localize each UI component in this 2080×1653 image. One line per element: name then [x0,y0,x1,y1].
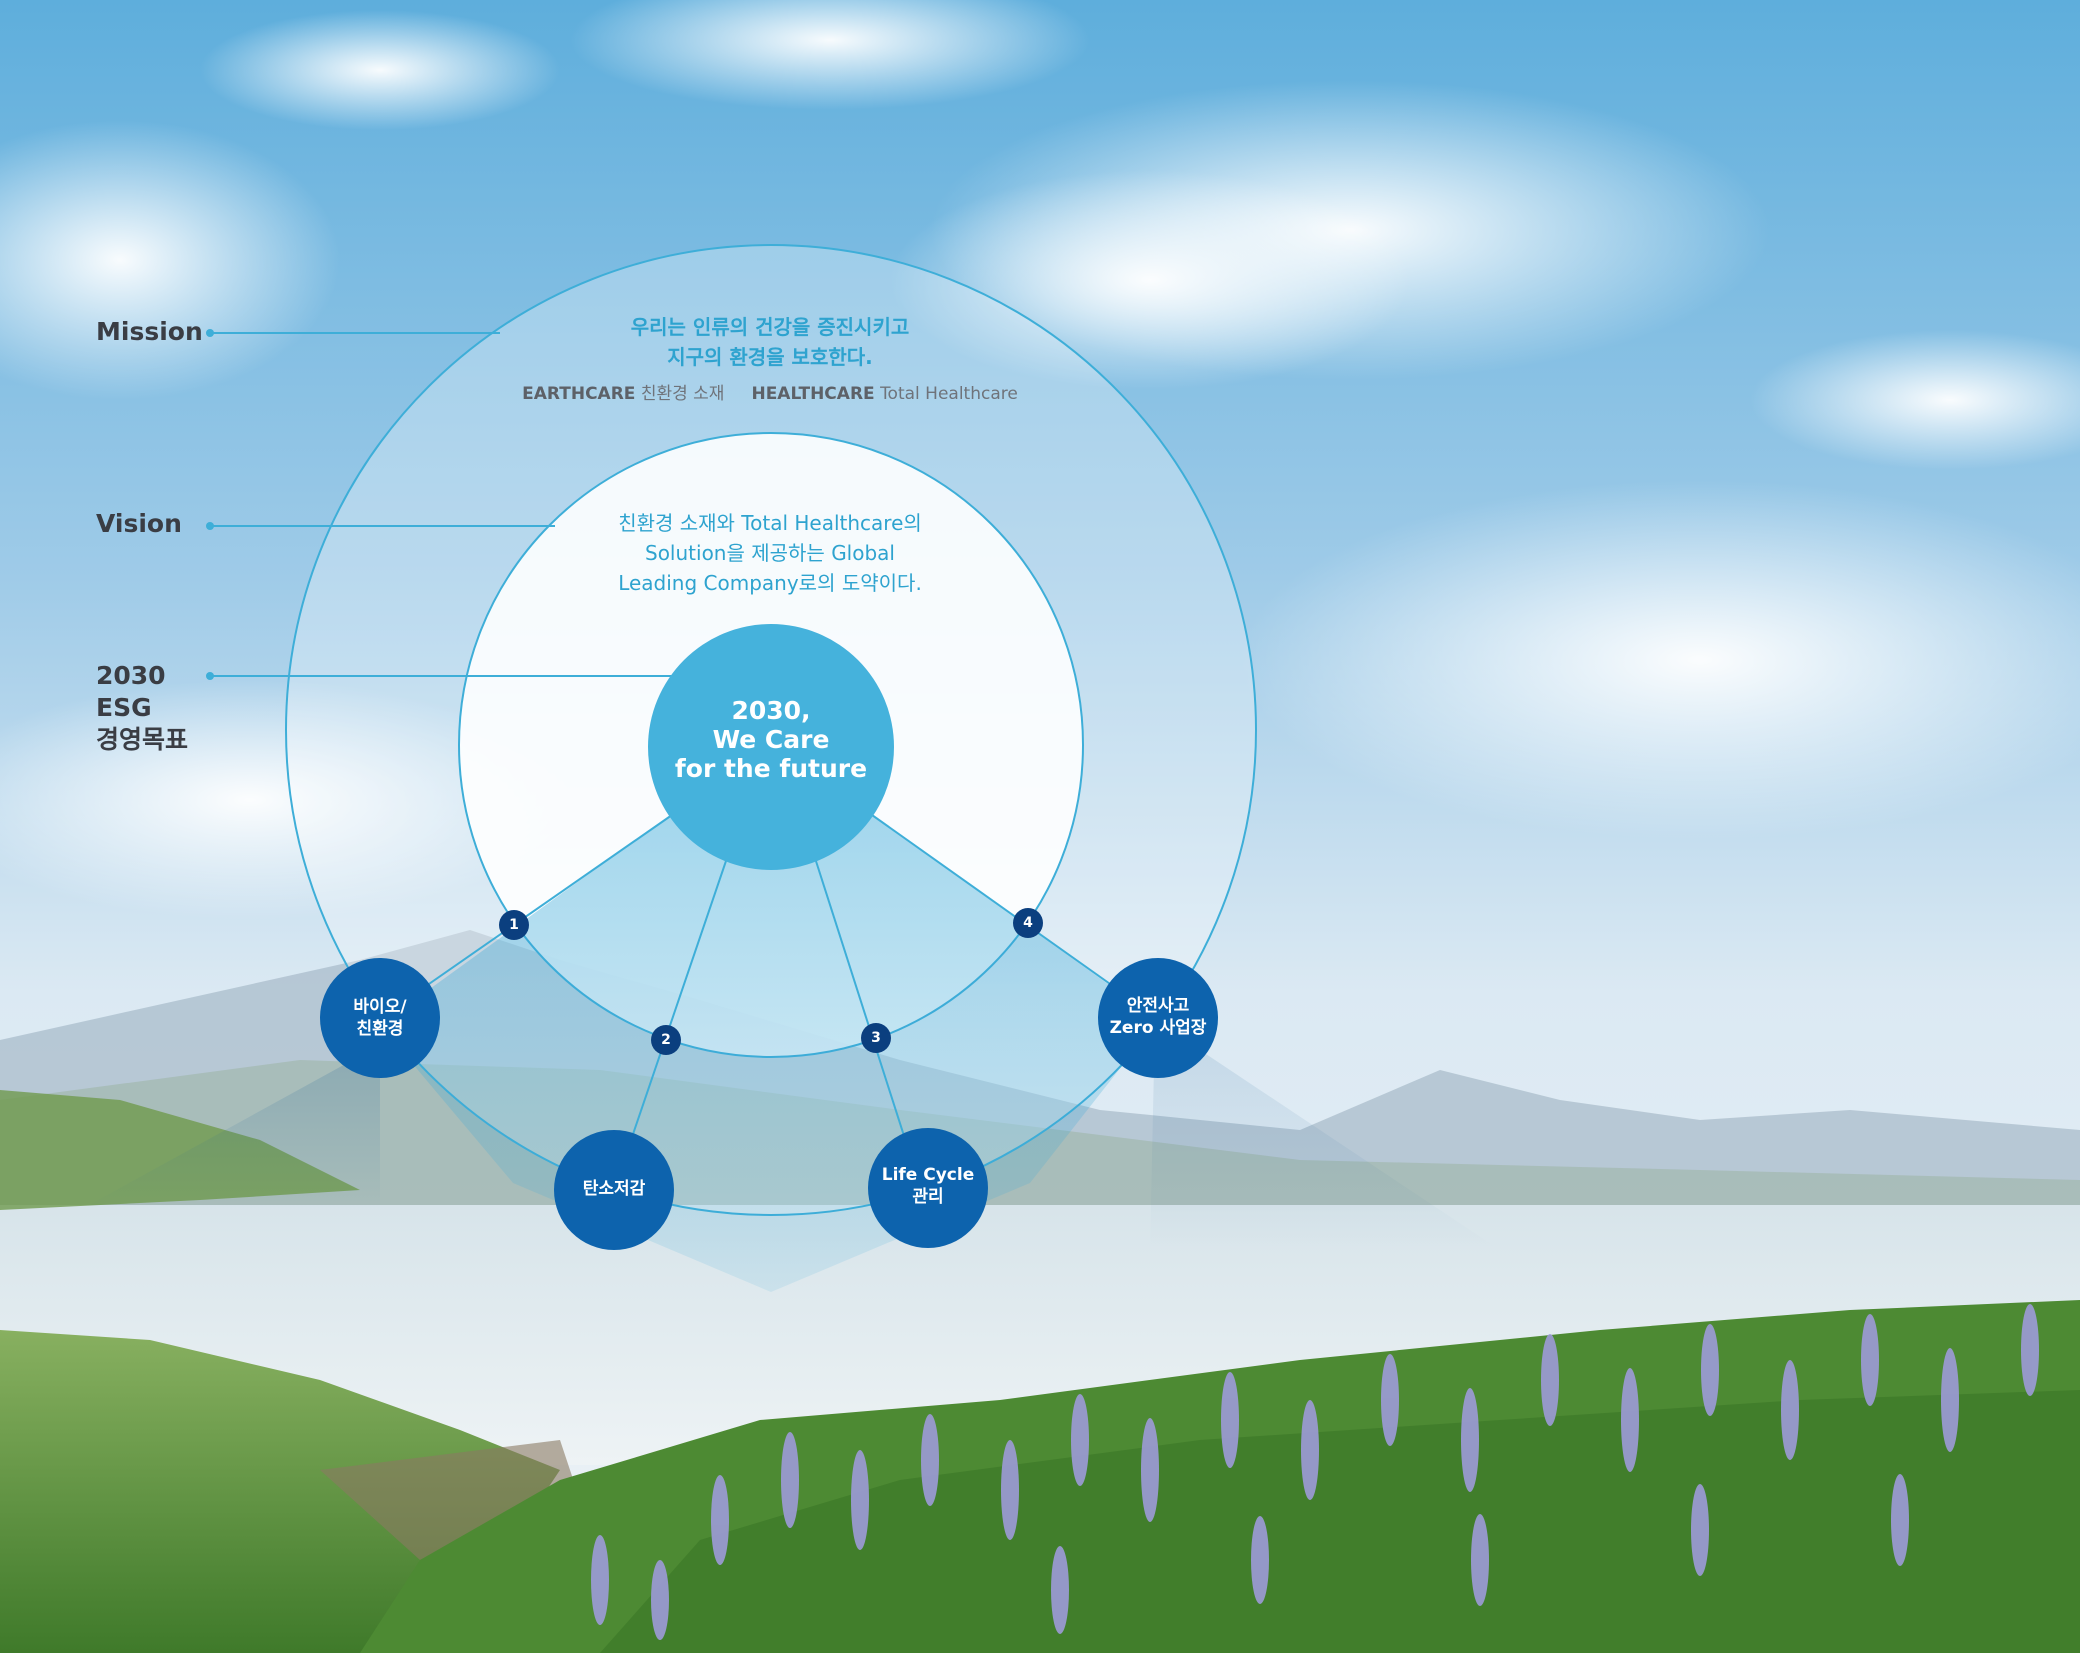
goal-node-bio-line-1: 바이오/ [353,997,407,1017]
goal-node-safety-line-1: 안전사고 [1126,996,1190,1016]
mission-label: Mission [96,317,203,346]
mission-line-2: 지구의 환경을 보호한다. [667,345,873,369]
goal-number-3: 3 [871,1030,881,1046]
goal-number-1: 1 [509,917,519,933]
mission-line-1: 우리는 인류의 건강을 증진시키고 [630,315,910,339]
mission-tagline: EARTHCARE 친환경 소재 HEALTHCARE Total Health… [470,382,1070,406]
goal-number-4: 4 [1023,915,1033,931]
core-line-1: 2030, [731,696,811,725]
goal-number-2: 2 [661,1032,671,1048]
goal-node-lifecycle-line-1: Life Cycle [881,1165,975,1185]
goal-node-safety-line-2: Zero 사업장 [1109,1018,1207,1038]
goal-node-safety: 안전사고 Zero 사업장 [1098,995,1218,1039]
goal-node-bio-line-2: 친환경 [356,1019,404,1039]
healthcare-value: Total Healthcare [880,384,1018,404]
esg-goal-label-esg: ESG [96,693,152,722]
esg-goal-label-title: 경영목표 [96,725,189,754]
esg-goal-label: 2030 ESG 경영목표 [96,660,188,756]
vision-line-2: Solution을 제공하는 Global [645,541,895,565]
esg-goal-label-year: 2030 [96,661,166,690]
earthcare-value: 친환경 소재 [640,384,725,404]
goal-node-bio: 바이오/ 친환경 [320,996,440,1040]
earthcare-key: EARTHCARE [522,384,636,404]
vision-statement: 친환경 소재와 Total Healthcare의 Solution을 제공하는… [560,508,980,598]
core-line-2: We Care [712,725,830,754]
mission-statement: 우리는 인류의 건강을 증진시키고 지구의 환경을 보호한다. [520,312,1020,372]
vision-label: Vision [96,509,182,538]
core-goal: 2030, We Care for the future [650,696,892,783]
goal-node-lifecycle: Life Cycle 관리 [868,1164,988,1208]
core-line-3: for the future [674,754,868,783]
goal-node-carbon: 탄소저감 [554,1178,674,1200]
goal-node-lifecycle-line-2: 관리 [912,1187,944,1207]
goal-node-carbon-line-1: 탄소저감 [582,1179,646,1199]
healthcare-key: HEALTHCARE [751,384,875,404]
vision-line-3: Leading Company로의 도약이다. [618,571,922,595]
vision-line-1: 친환경 소재와 Total Healthcare의 [618,511,922,535]
